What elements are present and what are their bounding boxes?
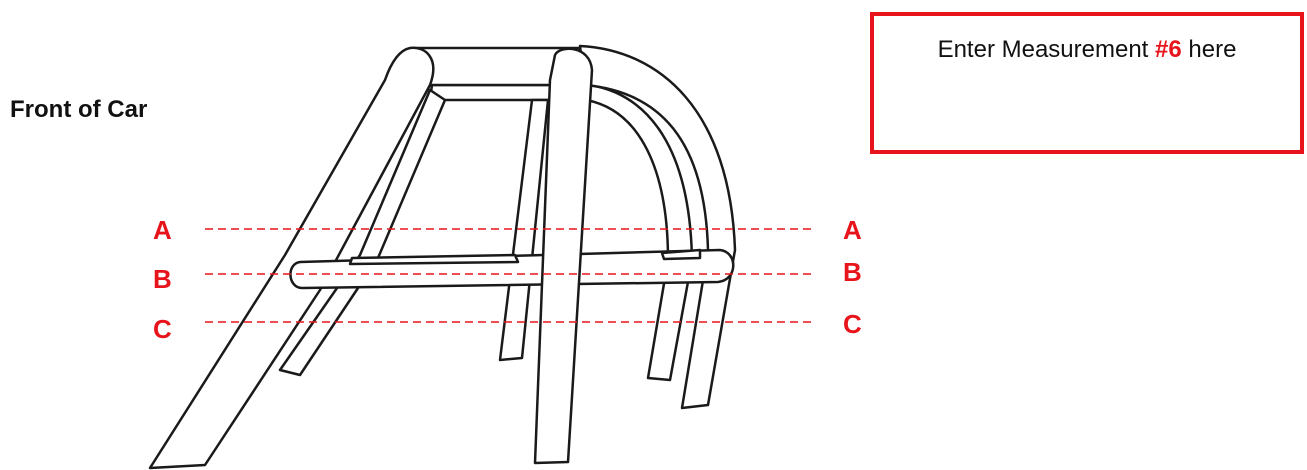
measurement-suffix: here (1181, 36, 1237, 63)
measurement-number: #6 (1155, 36, 1182, 63)
measurement-input-box[interactable]: Enter Measurement #6 here (870, 12, 1304, 154)
line-c-left-label: C (153, 314, 172, 344)
line-a-right-label: A (843, 215, 862, 245)
front-main-hoop (578, 44, 737, 410)
measurement-prompt: Enter Measurement #6 here (874, 36, 1300, 64)
cross-bar (289, 248, 735, 290)
measurement-prefix: Enter Measurement (937, 36, 1156, 63)
line-c-right-label: C (843, 309, 862, 339)
line-b-left-label: B (153, 264, 172, 294)
a-pillar-tube (148, 46, 435, 470)
line-a-left-label: A (153, 215, 172, 245)
rear-arch (584, 83, 694, 382)
front-of-car-label: Front of Car (10, 96, 148, 123)
center-vertical-tube (533, 47, 594, 465)
line-b-right-label: B (843, 257, 862, 287)
